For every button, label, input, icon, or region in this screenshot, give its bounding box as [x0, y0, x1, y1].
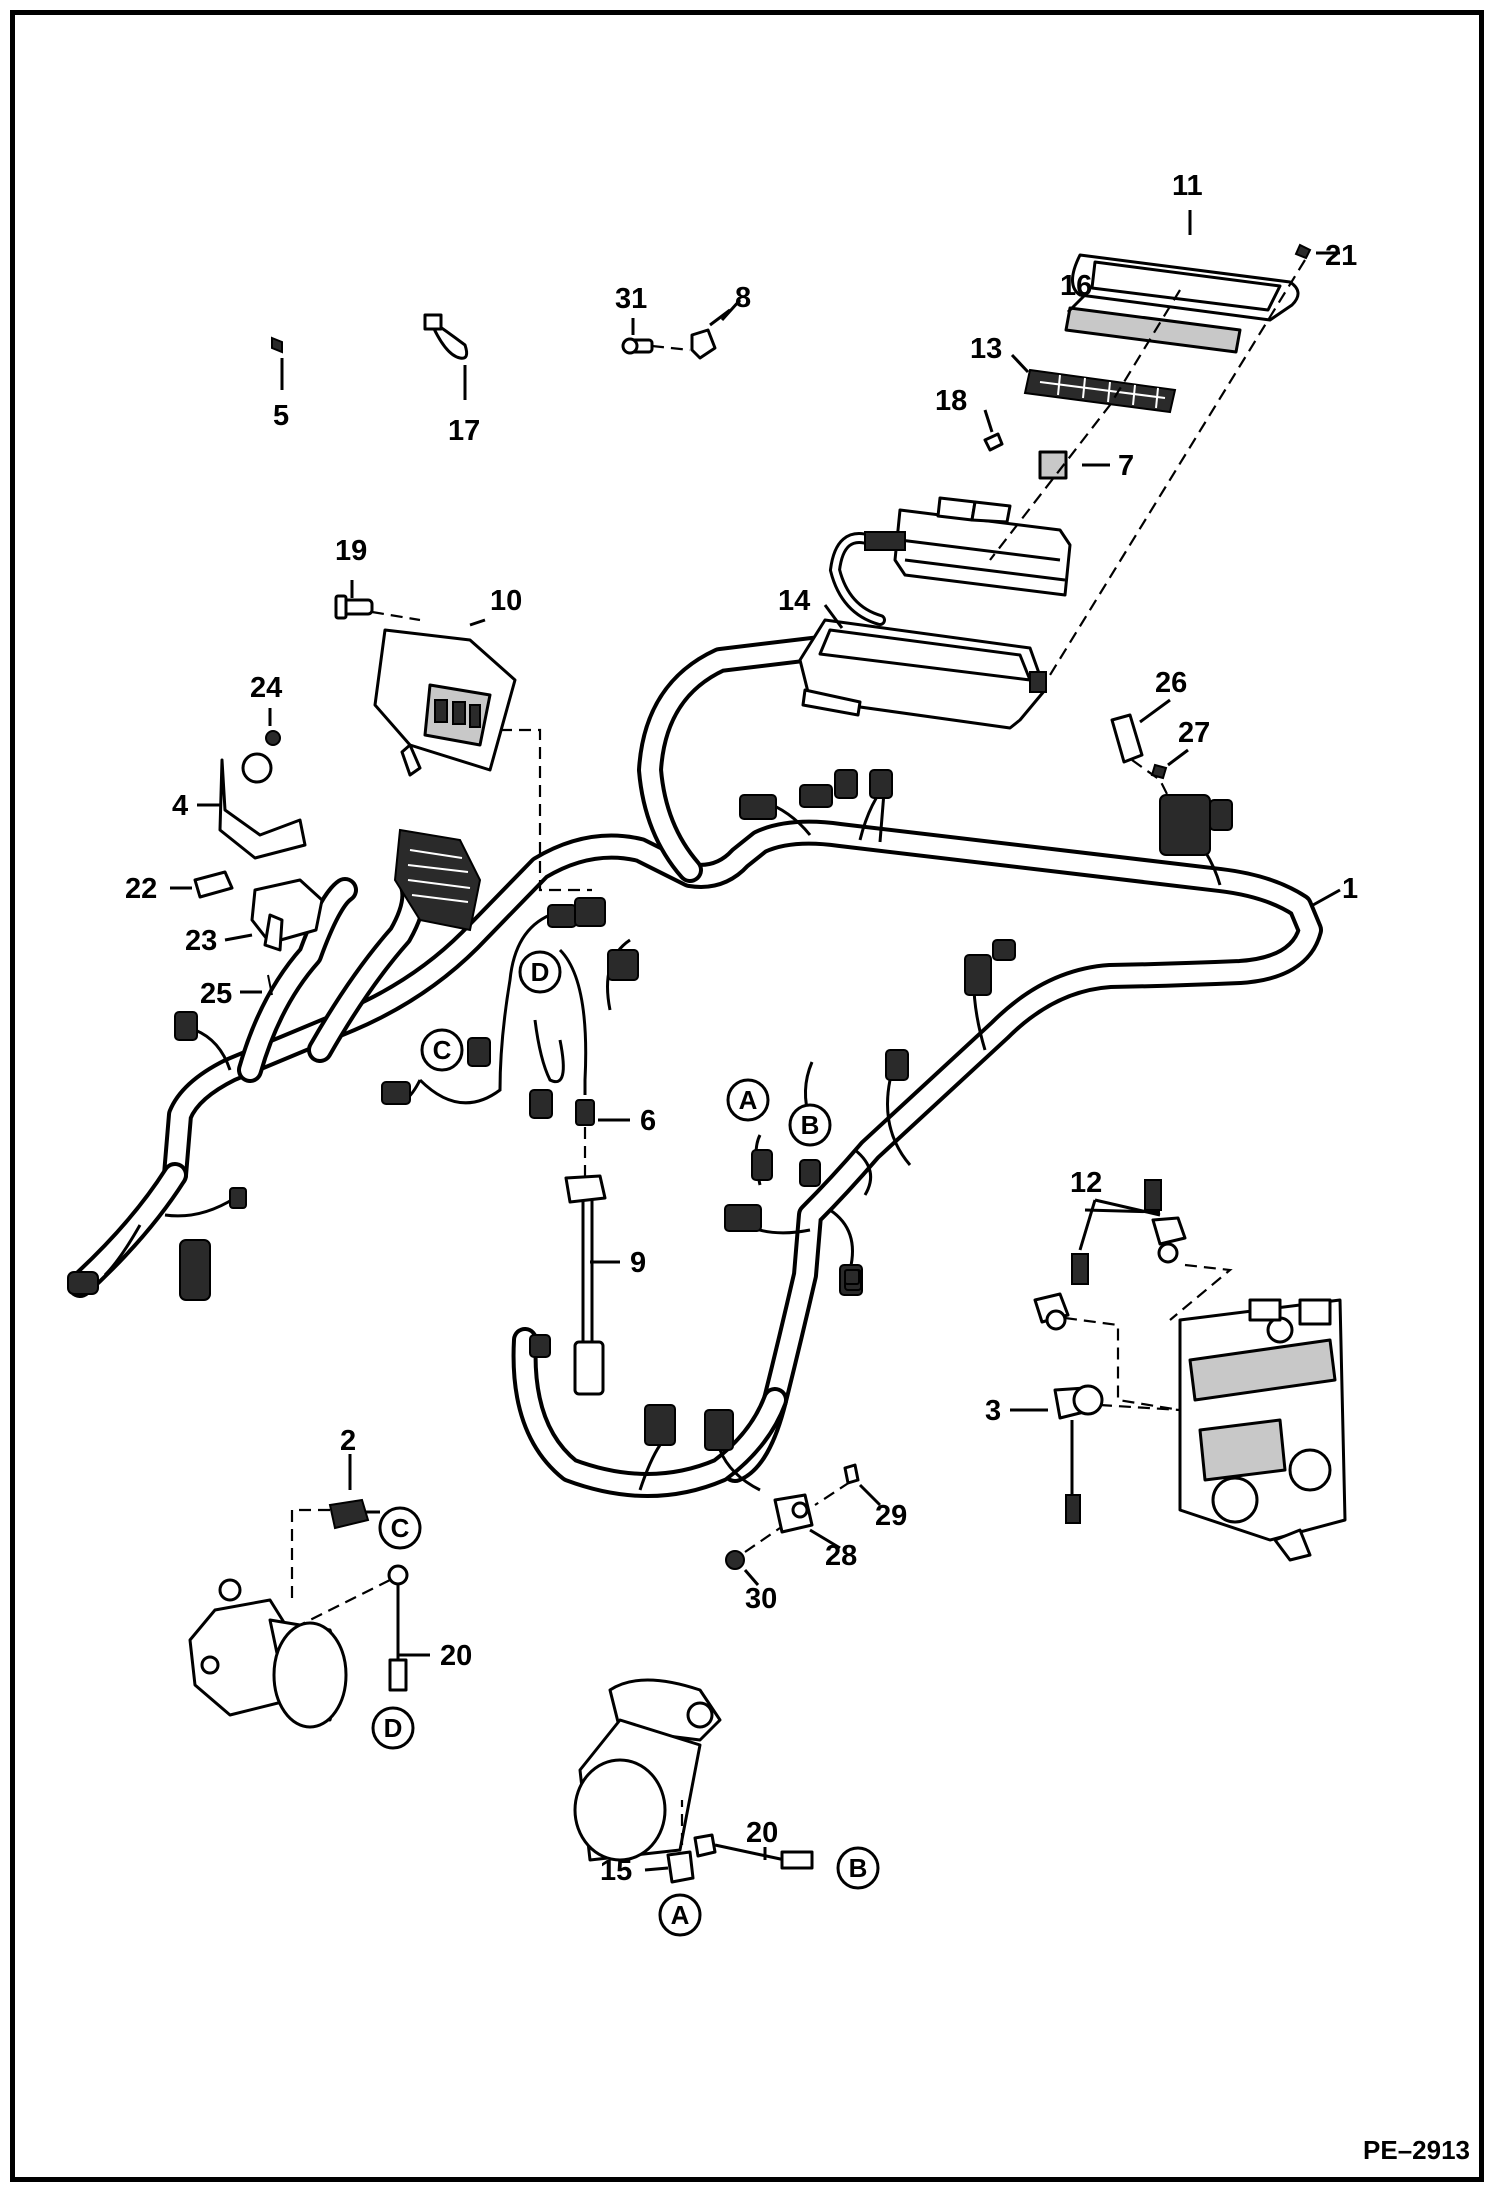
callout-7: 7 — [1118, 450, 1134, 482]
callout-9: 9 — [630, 1247, 646, 1279]
diagram-border — [10, 10, 1484, 2182]
lens-16 — [1064, 306, 1242, 354]
svg-text:C: C — [433, 1035, 452, 1065]
callout-24: 24 — [250, 672, 282, 704]
switch-3 — [1053, 1384, 1104, 1524]
callout-numbers: 1 2 3 4 5 6 7 8 9 10 11 12 13 14 15 16 1… — [125, 170, 1358, 1887]
callout-11: 11 — [1172, 170, 1203, 202]
callout-5: 5 — [273, 400, 289, 432]
callout-19: 19 — [335, 535, 367, 567]
hydraulic-filter-left — [188, 1578, 348, 1729]
fuel-sender — [564, 1099, 607, 1396]
fuse-relay-panel — [373, 628, 517, 777]
cable-tie-17 — [423, 313, 469, 360]
callout-28: 28 — [825, 1540, 857, 1572]
voltage-regulator — [393, 828, 482, 932]
callout-20-lower: 20 — [746, 1817, 778, 1849]
clamp-28 — [773, 1493, 814, 1534]
callout-30: 30 — [745, 1583, 777, 1615]
ref-marker-d-filter: D — [371, 1706, 415, 1750]
callout-6: 6 — [640, 1105, 656, 1137]
relay-7 — [1038, 450, 1068, 480]
clip-18 — [983, 432, 1004, 452]
ref-marker-b-filter: B — [836, 1846, 880, 1890]
callout-8: 8 — [735, 282, 751, 314]
bezel-11 — [1071, 253, 1300, 322]
screw-29 — [843, 1463, 860, 1485]
callout-21: 21 — [1325, 240, 1357, 272]
callout-16: 16 — [1060, 270, 1092, 302]
screw-25 — [267, 974, 273, 996]
callout-14: 14 — [778, 585, 810, 617]
screw-5 — [271, 336, 283, 354]
instrument-panel-body — [828, 496, 1072, 626]
figure-code-label: PE–2913 — [1363, 2135, 1470, 2165]
ref-marker-d-harness: D — [518, 950, 562, 994]
callout-13: 13 — [970, 333, 1002, 365]
svg-text:C: C — [391, 1513, 410, 1543]
callout-22: 22 — [125, 873, 157, 905]
screw-21 — [1294, 243, 1312, 260]
wire-lead-20-lower — [693, 1833, 814, 1870]
callout-2: 2 — [340, 1425, 356, 1457]
callout-1: 1 — [1342, 873, 1358, 905]
callout-26: 26 — [1155, 667, 1187, 699]
svg-text:D: D — [384, 1713, 403, 1743]
wire-lead-20-left — [387, 1564, 409, 1692]
harness-connectors — [67, 769, 1233, 1451]
callout-3: 3 — [985, 1395, 1001, 1427]
relay-23 — [250, 878, 324, 952]
ref-marker-a-filter: A — [658, 1893, 702, 1937]
callout-18: 18 — [935, 385, 967, 417]
callout-10: 10 — [490, 585, 522, 617]
callout-4: 4 — [172, 790, 188, 822]
callout-17: 17 — [448, 415, 480, 447]
tab-22 — [193, 870, 234, 899]
pressure-switch-15 — [666, 1800, 695, 1884]
pressure-switch-2 — [328, 1498, 380, 1530]
ref-marker-a-harness: A — [726, 1078, 770, 1122]
ref-marker-b-harness: B — [788, 1103, 832, 1147]
callout-31: 31 — [615, 283, 647, 315]
hydraulic-filter-lower — [573, 1678, 722, 1862]
callout-15: 15 — [600, 1855, 632, 1887]
callout-20: 20 — [440, 1640, 472, 1672]
callout-23: 23 — [185, 925, 217, 957]
svg-text:B: B — [849, 1853, 868, 1883]
callout-leader-lines — [170, 210, 1341, 1872]
svg-text:A: A — [671, 1900, 690, 1930]
svg-text:D: D — [531, 957, 550, 987]
ref-marker-c-harness: C — [420, 1028, 464, 1072]
screw-31 — [621, 337, 654, 355]
callout-25: 25 — [200, 978, 232, 1010]
svg-text:B: B — [801, 1110, 820, 1140]
connector-26 — [1110, 713, 1168, 780]
solenoid-12 — [1033, 1179, 1187, 1331]
connector-reference-markers: A B C D A B C — [371, 950, 880, 1937]
screw-19 — [334, 594, 374, 620]
callout-29: 29 — [875, 1500, 907, 1532]
callout-27: 27 — [1178, 717, 1210, 749]
mounting-bracket — [218, 730, 307, 860]
hydraulic-valve-body — [1178, 1298, 1347, 1562]
svg-text:A: A — [739, 1085, 758, 1115]
instrument-panel-housing — [798, 618, 1047, 730]
callout-12: 12 — [1070, 1167, 1102, 1199]
indicator-strip-13 — [1023, 368, 1177, 414]
nut-30 — [725, 1550, 745, 1570]
clamp-8 — [690, 328, 717, 360]
ref-marker-c-filter: C — [378, 1506, 422, 1550]
